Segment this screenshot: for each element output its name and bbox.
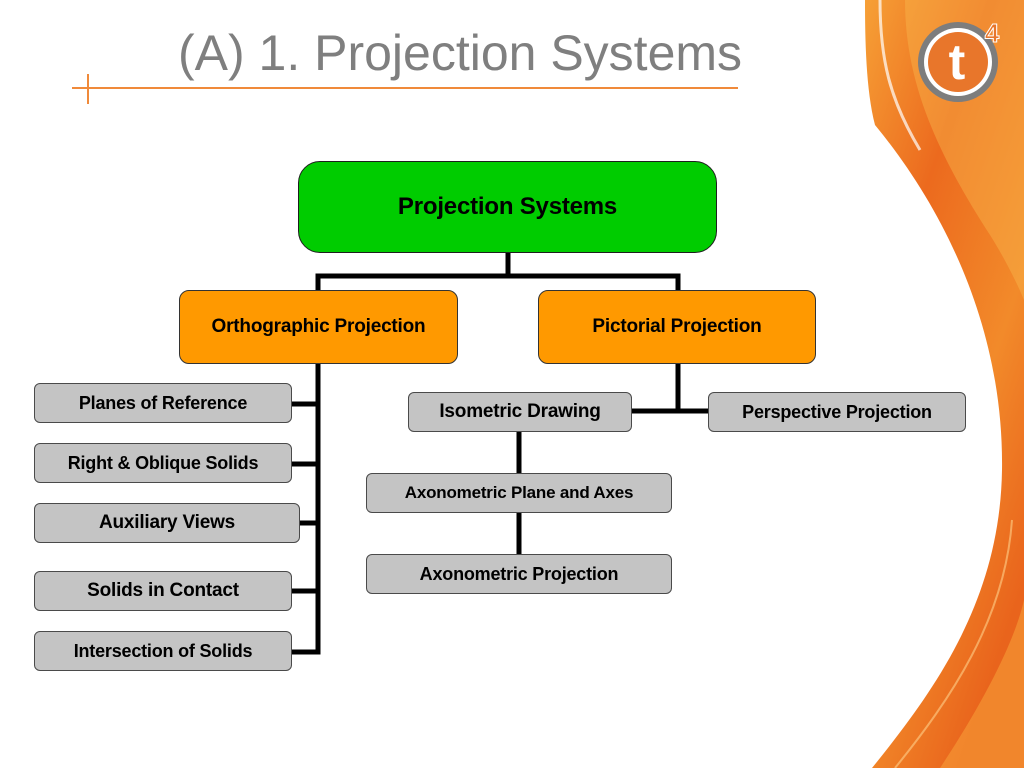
node-auxiliary-views: Auxiliary Views [34,503,300,543]
node-isometric-drawing: Isometric Drawing [408,392,632,432]
node-axonometric-plane-and-axes: Axonometric Plane and Axes [366,473,672,513]
logo-letter: t [949,34,966,90]
node-perspective-projection: Perspective Projection [708,392,966,432]
node-orthographic-projection: Orthographic Projection [179,290,458,364]
node-projection-systems: Projection Systems [298,161,717,253]
logo-superscript: 4 [985,18,1000,48]
node-axonometric-projection: Axonometric Projection [366,554,672,594]
node-solids-in-contact: Solids in Contact [34,571,292,611]
t4-logo-icon: t 4 [918,18,1000,102]
connector-lines [289,250,711,655]
title-underline [72,87,738,89]
node-pictorial-projection: Pictorial Projection [538,290,816,364]
node-intersection-of-solids: Intersection of Solids [34,631,292,671]
node-planes-of-reference: Planes of Reference [34,383,292,423]
title-tick-mark [87,74,89,104]
node-right-oblique-solids: Right & Oblique Solids [34,443,292,483]
slide-title: (A) 1. Projection Systems [177,25,743,81]
